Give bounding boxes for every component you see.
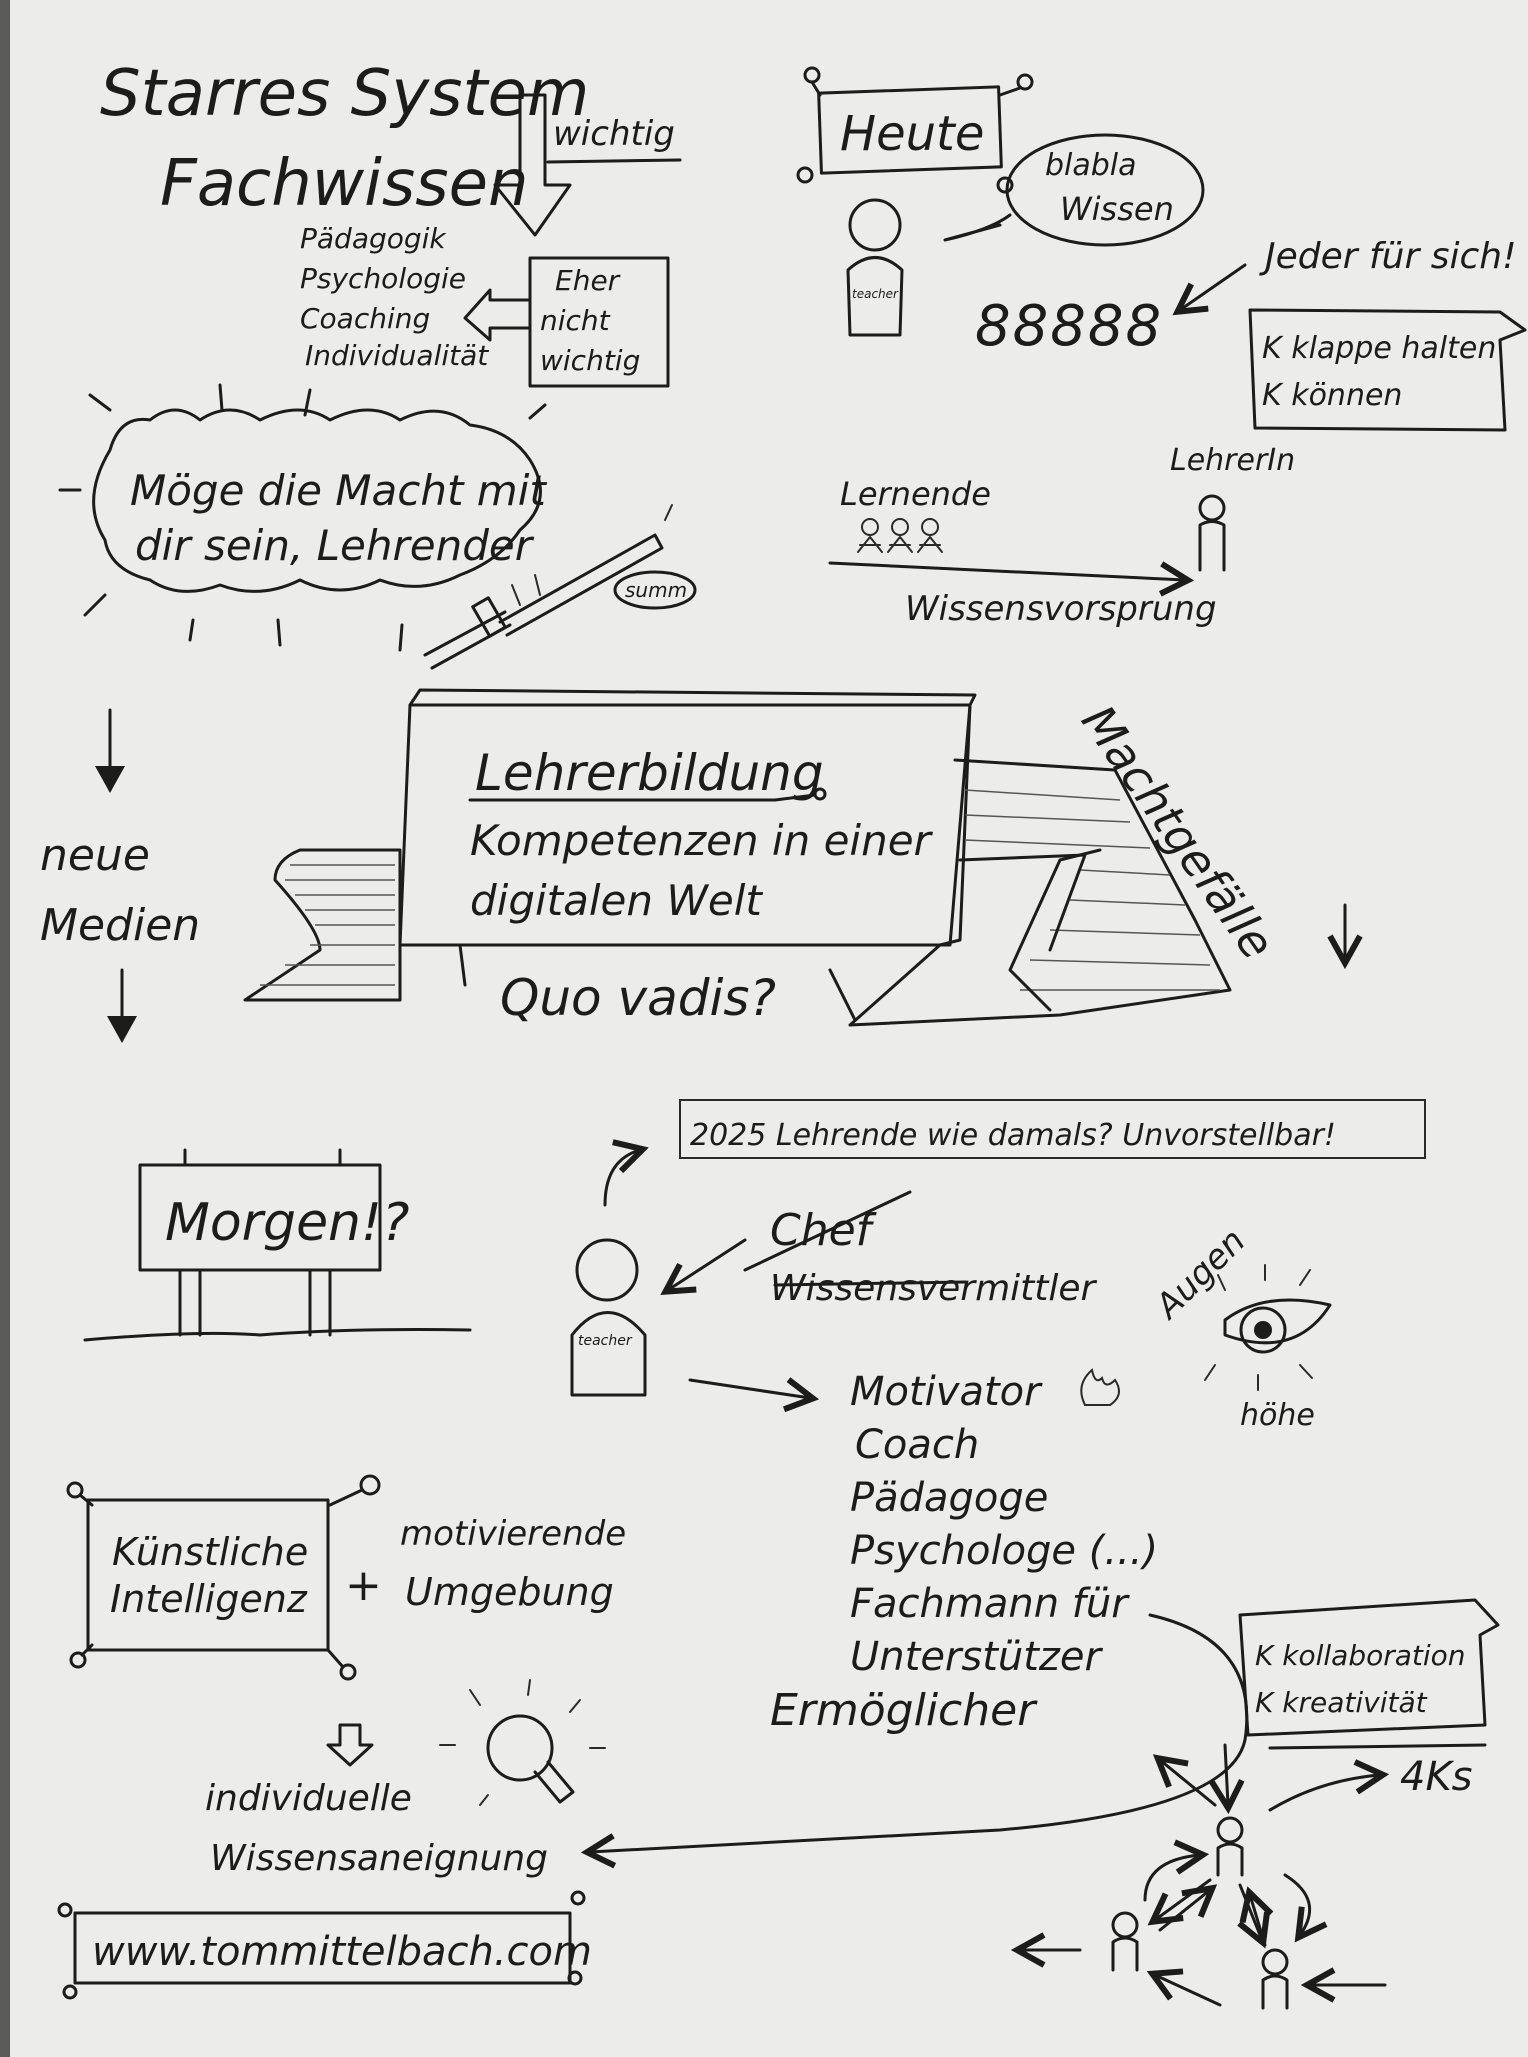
skill-item: Psychologie bbox=[300, 262, 466, 295]
wissensvorsprung-label: Wissensvorsprung bbox=[905, 589, 1217, 629]
four-ks-label: 4Ks bbox=[1400, 1754, 1473, 1800]
teacher-figure-small bbox=[846, 198, 904, 337]
teacher-figure-large bbox=[570, 1238, 647, 1397]
skill-item: Coaching bbox=[300, 302, 430, 335]
title-connector bbox=[773, 793, 817, 802]
box-line: Eher bbox=[555, 264, 621, 297]
wissensvorsprung-arrow bbox=[828, 563, 1185, 580]
result-line2: Wissensaneignung bbox=[210, 1838, 548, 1879]
eher-nicht-wichtig-box bbox=[528, 256, 670, 388]
wichtig-underline bbox=[546, 158, 682, 164]
sketchnote-sheet bbox=[10, 0, 1528, 2057]
neue-label: neue bbox=[40, 830, 150, 881]
collaboration-figures bbox=[1111, 1816, 1289, 2010]
box-line: nicht bbox=[540, 304, 611, 337]
role-item: Psychologe (...) bbox=[850, 1528, 1158, 1574]
lightsaber-icon bbox=[423, 504, 673, 670]
url-text: www.tommittelbach.com bbox=[92, 1929, 592, 1975]
bubble-line2: Wissen bbox=[1060, 190, 1174, 228]
force-line1: Möge die Macht mit bbox=[130, 466, 547, 515]
roles-arrow bbox=[688, 1380, 810, 1398]
skill-item: Individualität bbox=[305, 339, 489, 372]
ki-line2: Intelligenz bbox=[110, 1577, 308, 1621]
machtgefaelle-label: Machtgefälle bbox=[1071, 695, 1285, 969]
wissensvermittler-text: Wissensvermittler bbox=[770, 1268, 1098, 1309]
wissensvermittler-strike bbox=[773, 1280, 967, 1287]
ki-sign bbox=[66, 1474, 381, 1681]
plus-sign: + bbox=[345, 1560, 382, 1611]
speech-bubble bbox=[1005, 133, 1205, 247]
kompetenzen-line: Kompetenzen in einer bbox=[470, 816, 934, 865]
role-item: Ermöglicher bbox=[770, 1685, 1038, 1736]
force-line2: dir sein, Lehrender bbox=[135, 521, 535, 570]
umgebung-line2: Umgebung bbox=[405, 1570, 614, 1614]
title-fachwissen: Fachwissen bbox=[160, 147, 529, 221]
k-item: K klappe halten bbox=[1262, 331, 1496, 366]
force-cloud bbox=[58, 383, 547, 652]
chef-strike bbox=[743, 1190, 912, 1272]
k-item: K kollaboration bbox=[1255, 1639, 1466, 1672]
url-sign bbox=[57, 1890, 586, 2000]
heute-sign bbox=[796, 66, 1034, 194]
medien-label: Medien bbox=[40, 900, 200, 951]
roles-to-result-arrow bbox=[590, 1613, 1249, 1852]
ki-line1: Künstliche bbox=[112, 1530, 308, 1574]
umgebung-line1: motivierende bbox=[400, 1514, 626, 1554]
k-box-4ks bbox=[1238, 1598, 1500, 1750]
lernende-label: Lernende bbox=[840, 475, 991, 513]
students-row: 88888 bbox=[975, 294, 1163, 359]
role-item: Unterstützer bbox=[850, 1634, 1104, 1680]
k-box-heute bbox=[1248, 308, 1527, 432]
box-line: wichtig bbox=[540, 344, 640, 377]
k-item: K kreativität bbox=[1255, 1686, 1428, 1719]
paper-edge bbox=[0, 0, 10, 2057]
collaboration-arrows bbox=[1020, 1743, 1385, 2007]
summ-text: summ bbox=[625, 578, 687, 602]
lehrerbildung-title: Lehrerbildung bbox=[475, 744, 824, 802]
summ-bubble bbox=[613, 570, 697, 610]
down-arrow-small bbox=[326, 1723, 374, 1767]
bubble-line1: blabla bbox=[1045, 148, 1137, 183]
down-arrow bbox=[493, 93, 572, 237]
lehrerin-figure bbox=[1198, 494, 1226, 572]
left-arrow bbox=[463, 288, 532, 342]
lightbulb-icon bbox=[439, 1679, 606, 1806]
role-item: Fachmann für bbox=[850, 1581, 1130, 1627]
jeder-fuer-sich: Jeder für sich! bbox=[1259, 236, 1517, 277]
heute-text: Heute bbox=[840, 106, 984, 162]
skill-item: Pädagogik bbox=[300, 222, 447, 255]
teacher-label-small: teacher bbox=[852, 287, 899, 301]
question-arrow bbox=[603, 1150, 640, 1207]
role-item: Motivator bbox=[850, 1369, 1043, 1415]
role-item: Pädagoge bbox=[850, 1475, 1048, 1521]
hoehe-text: höhe bbox=[1240, 1398, 1315, 1433]
morgen-signpost bbox=[83, 1148, 472, 1342]
chef-text: Chef bbox=[770, 1205, 878, 1256]
title-connector-dot bbox=[813, 787, 827, 801]
label-wichtig: wichtig bbox=[553, 114, 675, 154]
speech-bubble-tail bbox=[943, 213, 1012, 242]
k-item: K können bbox=[1262, 378, 1402, 413]
arrow-to-students bbox=[1180, 263, 1247, 310]
role-item: Coach bbox=[855, 1422, 979, 1468]
question-text: 2025 Lehrende wie damals? Unvorstellbar! bbox=[690, 1118, 1336, 1153]
broken-bridge bbox=[243, 688, 1232, 1027]
eye-icon bbox=[1204, 1264, 1332, 1391]
chef-arrow bbox=[668, 1238, 747, 1290]
lehrerin-label: LehrerIn bbox=[1170, 443, 1295, 478]
flame-icon bbox=[1080, 1368, 1120, 1406]
morgen-text: Morgen!? bbox=[165, 1193, 409, 1253]
question-box bbox=[679, 1099, 1426, 1159]
quo-vadis: Quo vadis? bbox=[500, 969, 776, 1027]
digitale-welt-line: digitalen Welt bbox=[470, 876, 763, 925]
result-line1: individuelle bbox=[205, 1778, 412, 1819]
teacher-label-large: teacher bbox=[578, 1333, 633, 1349]
title-starres-system: Starres System bbox=[100, 57, 589, 131]
learners-icon bbox=[857, 518, 943, 553]
